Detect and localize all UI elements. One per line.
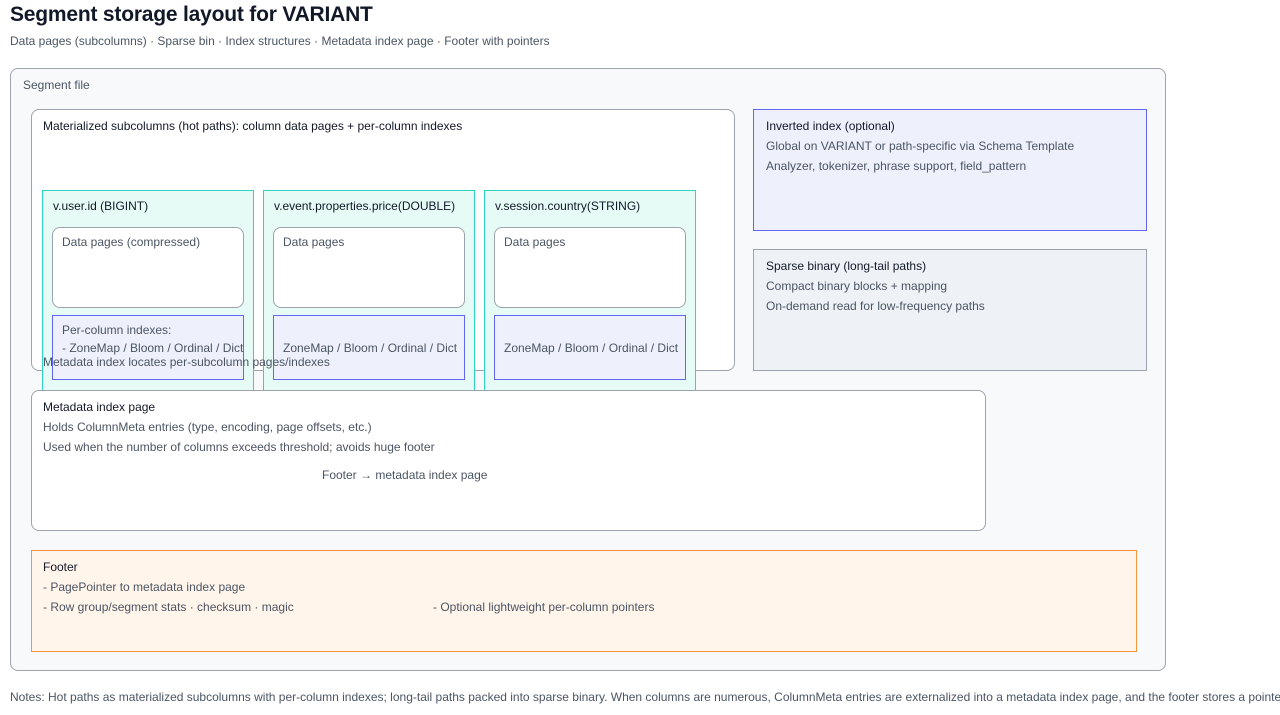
per-column-indexes-box: Per-column indexes: - ZoneMap / Bloom / …	[52, 315, 244, 380]
sparse-binary-line2: On-demand read for low-frequency paths	[766, 299, 985, 313]
subcolumn-session-country: v.session.country(STRING) Data pages Zon…	[484, 190, 696, 391]
diagram-title: Segment storage layout for VARIANT	[10, 3, 373, 26]
footer-title: Footer	[43, 560, 78, 574]
segment-file-label: Segment file	[23, 78, 90, 92]
index-label-line1: Per-column indexes:	[62, 323, 172, 337]
sparse-binary-line1: Compact binary blocks + mapping	[766, 279, 948, 293]
subcolumn-event-price: v.event.properties.price(DOUBLE) Data pa…	[263, 190, 475, 391]
footer-line2: - Row group/segment stats · checksum · m…	[43, 600, 294, 614]
notes-text: Notes: Hot paths as materialized subcolu…	[10, 690, 1280, 704]
data-pages-box: Data pages	[273, 227, 465, 308]
inverted-index-box: Inverted index (optional) Global on VARI…	[753, 109, 1147, 231]
index-label-line1: ZoneMap / Bloom / Ordinal / Dict	[283, 341, 458, 355]
materialized-subcolumns-box: Materialized subcolumns (hot paths): col…	[31, 109, 735, 391]
materialized-title: Materialized subcolumns (hot paths): col…	[43, 119, 463, 133]
metadata-index-line2: Used when the number of columns exceeds …	[43, 440, 435, 454]
inverted-index-line1: Global on VARIANT or path-specific via S…	[766, 139, 1075, 153]
data-pages-label: Data pages (compressed)	[62, 235, 201, 249]
index-label-line1: ZoneMap / Bloom / Ordinal / Dict	[504, 341, 679, 355]
footer-line3: - Optional lightweight per-column pointe…	[433, 600, 655, 614]
per-column-indexes-box: ZoneMap / Bloom / Ordinal / Dict	[273, 315, 465, 380]
subcolumn-name: v.user.id (BIGINT)	[53, 199, 149, 213]
metadata-index-line1: Holds ColumnMeta entries (type, encoding…	[43, 420, 372, 434]
metadata-index-page-box: Metadata index page Holds ColumnMeta ent…	[31, 390, 986, 531]
footer-pointer-note: Footer → metadata index page	[322, 468, 488, 482]
inverted-index-title: Inverted index (optional)	[766, 119, 895, 133]
footer-line1: - PagePointer to metadata index page	[43, 580, 246, 594]
materialized-caption: Metadata index locates per-subcolumn pag…	[43, 355, 330, 369]
segment-file-container: Segment file Materialized subcolumns (ho…	[10, 68, 1166, 671]
data-pages-label: Data pages	[504, 235, 566, 249]
metadata-index-title: Metadata index page	[43, 400, 156, 414]
diagram-subtitle: Data pages (subcolumns) · Sparse bin · I…	[10, 34, 550, 48]
data-pages-box: Data pages	[494, 227, 686, 308]
subcolumn-user-id: v.user.id (BIGINT) Data pages (compresse…	[42, 190, 254, 391]
per-column-indexes-box: ZoneMap / Bloom / Ordinal / Dict	[494, 315, 686, 380]
inverted-index-line2: Analyzer, tokenizer, phrase support, fie…	[766, 159, 1027, 173]
data-pages-box: Data pages (compressed)	[52, 227, 244, 308]
index-label-line2: - ZoneMap / Bloom / Ordinal / Dict	[62, 341, 244, 355]
subcolumn-name: v.session.country(STRING)	[495, 199, 641, 213]
footer-box: Footer - PagePointer to metadata index p…	[31, 550, 1137, 652]
data-pages-label: Data pages	[283, 235, 345, 249]
subcolumn-name: v.event.properties.price(DOUBLE)	[274, 199, 456, 213]
sparse-binary-box: Sparse binary (long-tail paths) Compact …	[753, 249, 1147, 371]
sparse-binary-title: Sparse binary (long-tail paths)	[766, 259, 927, 273]
